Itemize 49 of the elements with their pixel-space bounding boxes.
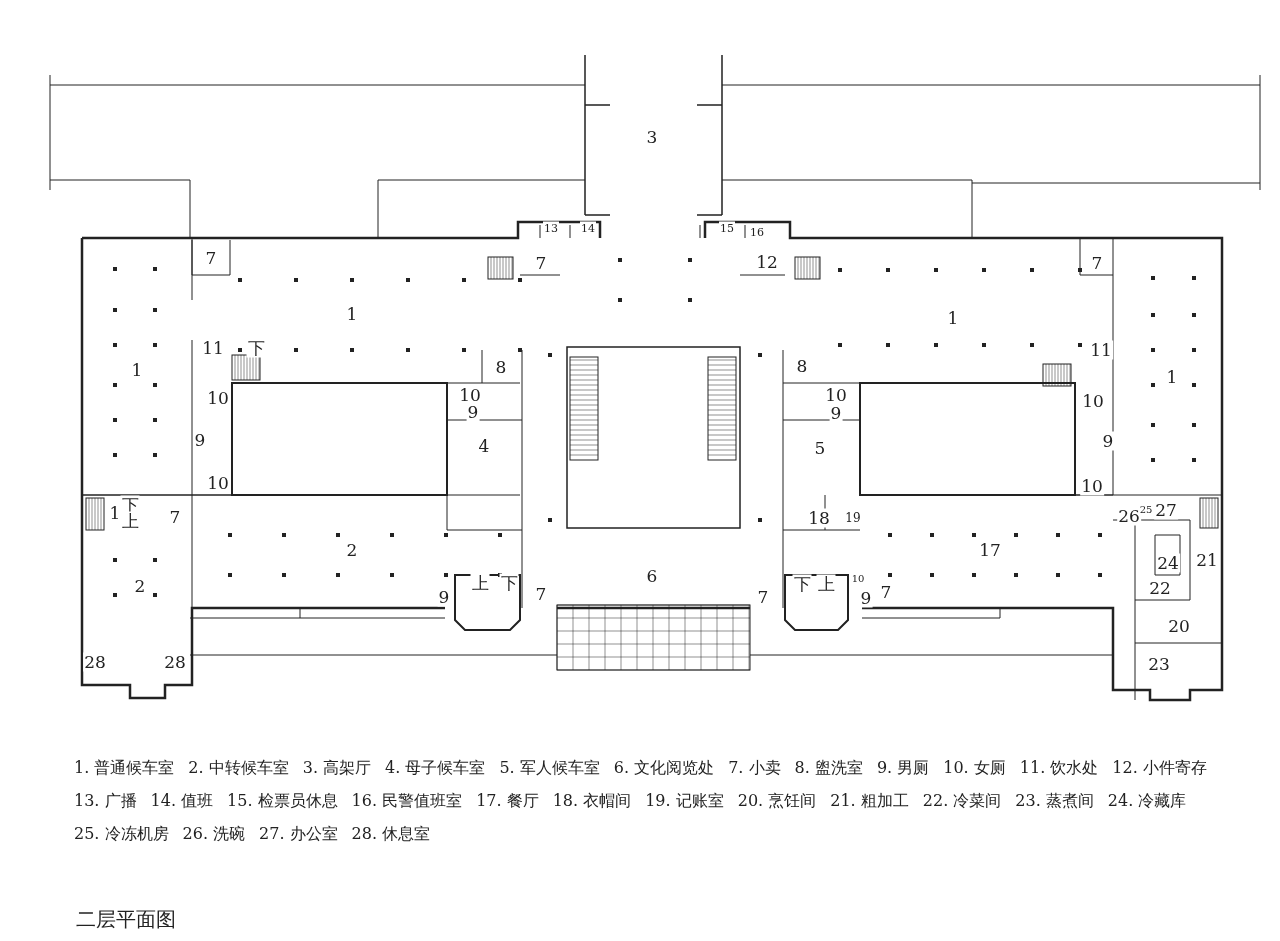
- stair-direction-label: 上: [120, 511, 140, 531]
- legend-item: 17. 餐厅: [476, 791, 539, 812]
- legend-item: 2. 中转候车室: [188, 758, 289, 779]
- legend-item: 13. 广播: [74, 791, 137, 812]
- room-number: 25: [1138, 504, 1154, 516]
- stair-direction-label: 上: [470, 573, 490, 593]
- room-number: 28: [83, 652, 107, 672]
- room-number: 10: [850, 573, 866, 585]
- legend-item: 11. 饮水处: [1019, 758, 1099, 779]
- room-number: 14: [580, 221, 596, 235]
- legend-item: 25. 冷冻机房: [74, 824, 169, 845]
- room-number: 11: [1089, 340, 1113, 360]
- legend-item: 8. 盥洗室: [794, 758, 863, 779]
- room-number: 16: [749, 225, 765, 239]
- legend-item: 19. 记账室: [645, 791, 724, 812]
- legend-item: 7. 小卖: [728, 758, 781, 779]
- legend-item: 10. 女厕: [943, 758, 1006, 779]
- legend-item: 28. 休息室: [351, 824, 431, 845]
- legend-item: 24. 冷藏库: [1107, 791, 1187, 812]
- stair-direction-label: 下: [246, 338, 266, 358]
- plan-title: 二层平面图: [76, 906, 176, 933]
- stair-direction-label: 下: [499, 573, 519, 593]
- legend-item: 1. 普通候车室: [74, 758, 175, 779]
- legend-item: 26. 洗碗: [182, 824, 246, 845]
- legend-item: 9. 男厕: [876, 758, 930, 779]
- legend-item: 15. 检票员休息: [227, 791, 338, 812]
- room-number: 26: [1117, 506, 1141, 526]
- legend-item: 6. 文化阅览处: [613, 758, 715, 779]
- legend-item: 4. 母子候车室: [385, 758, 486, 779]
- legend-item: 12. 小件寄存: [1112, 758, 1207, 779]
- legend-item: 5. 军人候车室: [499, 758, 600, 779]
- legend-item: 3. 高架厅: [302, 758, 372, 779]
- stair-direction-label: 下: [792, 574, 812, 594]
- stair-direction-label: 上: [816, 574, 836, 594]
- legend-item: 21. 粗加工: [830, 791, 909, 812]
- legend-item: 20. 烹饪间: [737, 791, 817, 812]
- room-number: 9: [1101, 431, 1115, 451]
- legend-item: 23. 蒸煮间: [1015, 791, 1094, 812]
- room-number: 15: [719, 221, 735, 235]
- room-number: 18: [807, 508, 831, 528]
- legend-item: 18. 衣帽间: [552, 791, 632, 812]
- legend-item: 22. 冷菜间: [922, 791, 1002, 812]
- legend-item: 27. 办公室: [259, 824, 338, 845]
- room-number: 19: [844, 511, 862, 525]
- room-number: 13: [543, 221, 559, 235]
- legend-item: 14. 值班: [150, 791, 214, 812]
- room-number: 10: [1080, 476, 1104, 496]
- room-number: 24: [1156, 553, 1180, 573]
- legend-item: 16. 民警值班室: [351, 791, 463, 812]
